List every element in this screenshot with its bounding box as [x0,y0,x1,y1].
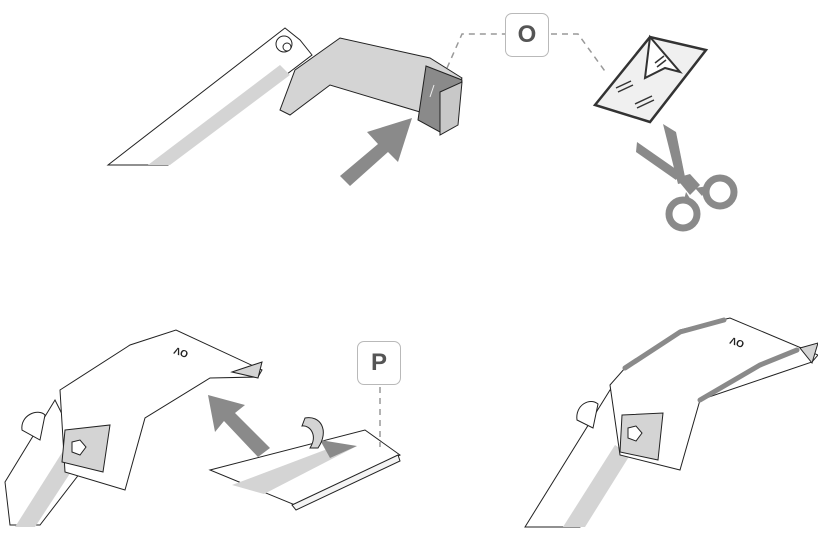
bracket-with-applied-strips [609,317,818,471]
callout-o-leader [446,33,608,75]
push-arrow [340,118,412,186]
adhesive-strip-tray [208,417,401,511]
step-2-group [4,329,401,527]
bracket-with-film [279,37,463,136]
bracket-2 [59,329,263,491]
step-3-group [524,317,818,528]
callout-label-p: P [357,341,401,385]
callout-label-o: O [505,13,549,57]
wiper-arm [106,27,313,166]
wiper-arm-3 [524,389,641,528]
step-1-group [106,27,738,232]
protective-film-sheet [592,34,709,124]
scissors-icon [636,124,738,232]
lift-arrow [208,395,270,457]
